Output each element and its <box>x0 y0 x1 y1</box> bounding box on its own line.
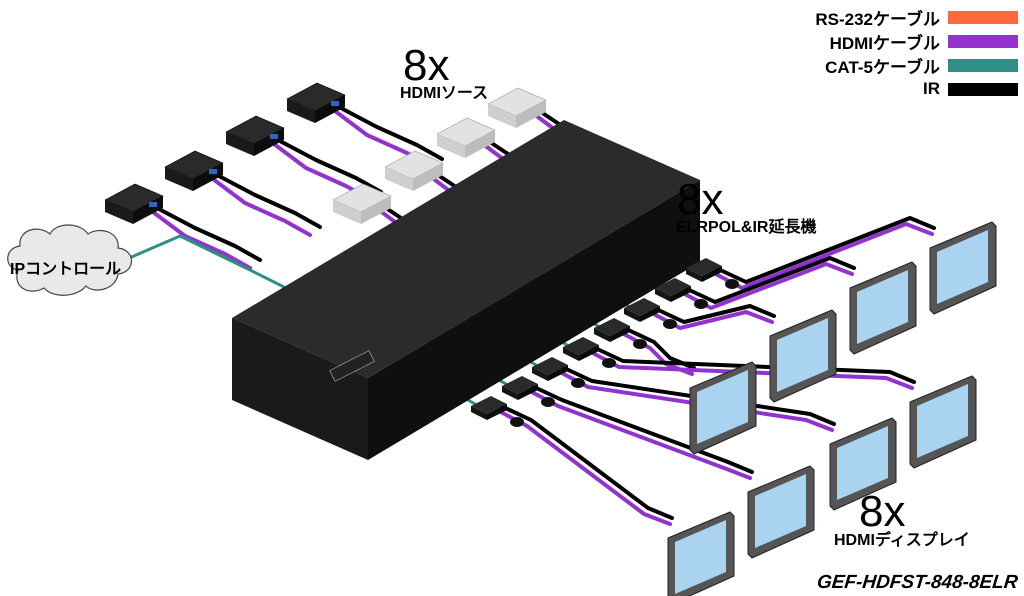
ir-sensor-icon <box>541 397 555 407</box>
hdmi-source-device <box>104 183 164 224</box>
legend-rs232-swatch <box>948 10 1018 24</box>
display-screen <box>917 384 968 458</box>
displays-group <box>667 221 997 596</box>
hdmi-source-device <box>164 150 224 191</box>
ir-cable <box>337 105 444 161</box>
extender-device <box>563 337 616 368</box>
hdmi-display <box>769 309 837 403</box>
ir-sensor-icon <box>571 378 585 388</box>
ir-sensor-icon <box>633 339 647 349</box>
sources-label: HDMIソース <box>400 85 489 102</box>
extenders-group <box>471 258 739 427</box>
ir-cable <box>714 216 936 284</box>
hdmi-cable <box>648 310 774 330</box>
cat5-ip-cable <box>118 234 302 297</box>
displays-count: 8x <box>859 487 906 536</box>
hdmi-cable <box>211 177 312 237</box>
ir-cable <box>683 256 856 304</box>
legend-hdmi-label: HDMIケーブル <box>829 33 940 53</box>
ir-sensor-icon <box>694 299 708 309</box>
hdmi-display <box>829 417 897 511</box>
display-screen <box>857 270 908 344</box>
ip-control-cloud-icon <box>7 224 133 296</box>
hdmi-display <box>667 511 735 596</box>
model-number: GEF-HDFST-848-8ELR <box>816 572 1020 593</box>
legend-cat5-label: CAT-5ケーブル <box>825 57 940 77</box>
hdmi-source-device <box>487 87 547 128</box>
legend-cat5: CAT-5ケーブル <box>825 56 1018 77</box>
hdmi-cable <box>495 408 672 526</box>
displays-label: HDMIディスプレイ <box>834 532 970 549</box>
extender-device <box>686 258 739 289</box>
ir-sensor-icon <box>725 279 739 289</box>
gefen-logo-icon <box>329 350 375 382</box>
ir-cable <box>530 384 754 474</box>
ir-sensor-icon <box>663 319 677 329</box>
sources-count: 8x <box>403 41 450 90</box>
extender-device <box>655 278 708 309</box>
hdmi-cable <box>526 388 752 480</box>
ir-cable <box>499 404 674 520</box>
hdmi-sources-group <box>104 82 547 224</box>
ip-control-label: IPコントロール <box>10 261 122 278</box>
extender-device <box>624 298 677 329</box>
display-screen <box>697 370 748 444</box>
hdmi-source-device <box>225 115 285 156</box>
extender-device <box>594 318 647 349</box>
legend-rs232: RS-232ケーブル <box>815 8 1018 29</box>
ir-cable <box>215 173 322 229</box>
legend-ir: IR <box>923 79 1018 98</box>
matrix-switcher <box>232 120 700 460</box>
ir-cable <box>276 138 383 194</box>
hdmi-cable <box>151 210 252 270</box>
legend-ir-label: IR <box>923 79 940 98</box>
hdmi-source-device <box>332 183 392 224</box>
display-screen <box>937 230 988 304</box>
legend-hdmi: HDMIケーブル <box>830 32 1018 53</box>
legend-cat5-swatch <box>948 58 1018 72</box>
hdmi-display <box>909 375 977 469</box>
hdmi-display <box>689 361 757 455</box>
display-screen <box>837 426 888 500</box>
extenders-label: ELRPOL&IR延長機 <box>676 219 817 236</box>
ir-sensor-icon <box>510 417 524 427</box>
display-screen <box>675 520 726 594</box>
extenders-count: 8x <box>677 175 724 224</box>
ir-sensor-icon <box>602 358 616 368</box>
legend-ir-swatch <box>948 82 1018 96</box>
hdmi-source-device <box>286 82 346 123</box>
legend-rs232-label: RS-232ケーブル <box>815 9 940 29</box>
hdmi-display <box>929 221 997 315</box>
display-screen <box>755 474 806 548</box>
extender-device <box>502 376 555 407</box>
hdmi-cable <box>679 262 854 310</box>
ir-cable <box>155 206 262 262</box>
hdmi-source-device <box>384 150 444 191</box>
extender-device <box>532 357 585 388</box>
ir-cable <box>652 304 776 324</box>
hdmi-source-device <box>436 117 496 158</box>
display-screen <box>777 318 828 392</box>
hdmi-display <box>747 465 815 559</box>
cat5-cable <box>118 234 302 297</box>
extender-device <box>471 396 524 427</box>
legend-hdmi-swatch <box>948 34 1018 48</box>
hdmi-display <box>849 261 917 355</box>
hdmi-cable <box>710 222 934 290</box>
